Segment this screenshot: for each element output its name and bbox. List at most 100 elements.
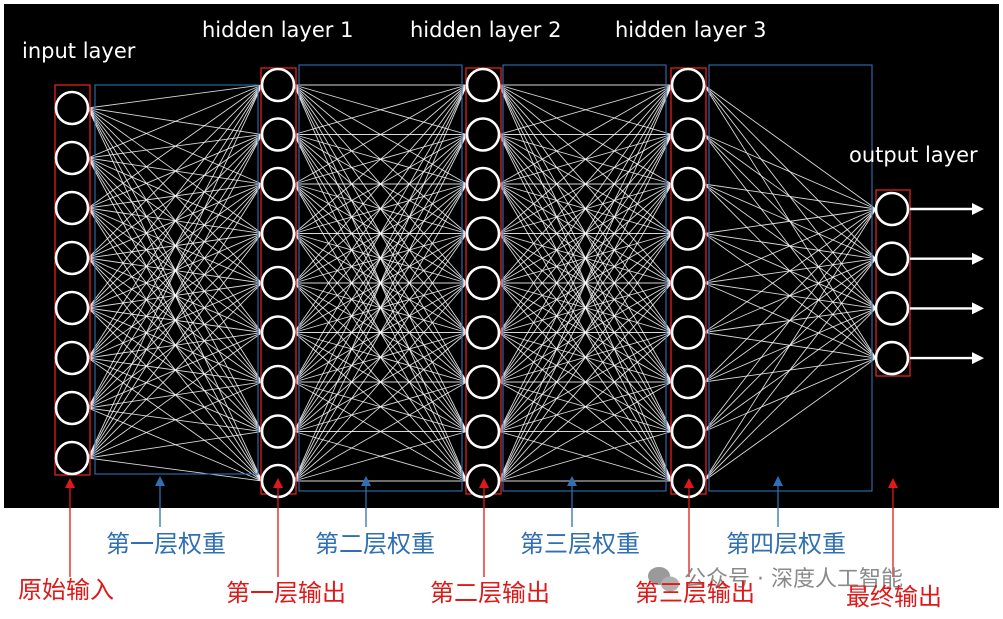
connection-1-3-0 (293, 84, 468, 234)
neuron-l4-n3 (874, 340, 910, 376)
neuron-l0-n3 (54, 240, 90, 276)
connection-2-5-0 (498, 84, 673, 333)
connection-2-6-0 (498, 84, 673, 383)
connection-2-8-5 (498, 332, 673, 482)
wechat-icon (648, 567, 679, 592)
weight-label-1: 第一层权重 (106, 530, 226, 558)
layer-box-4 (875, 189, 911, 377)
pointer-arrows-group (65, 476, 898, 577)
connection-2-8-1 (498, 134, 673, 482)
layer-pointer-4-head (888, 478, 898, 488)
connection-0-7-4 (87, 282, 263, 459)
output-arrow-head-2 (972, 302, 984, 315)
nodes-group (54, 67, 910, 499)
connection-0-7-1 (87, 134, 263, 459)
connection-3-2-0 (703, 183, 877, 210)
neuron-l3-n4 (670, 265, 706, 301)
output-label-input: 原始输入 (18, 576, 114, 604)
connection-2-8-2 (498, 183, 673, 482)
connection-1-8-1 (293, 134, 468, 482)
neuron-l4-n1 (874, 241, 910, 277)
neuron-l1-n4 (260, 265, 296, 301)
connection-2-8-4 (498, 282, 673, 482)
neuron-l0-n7 (54, 440, 90, 476)
neuron-l1-n3 (260, 216, 296, 251)
connection-3-8-3 (703, 357, 877, 482)
weight-box-4 (708, 64, 873, 492)
connections-group (87, 84, 877, 482)
weight-label-2: 第二层权重 (315, 530, 435, 558)
neuron-l3-n7 (670, 414, 706, 449)
connection-1-8-2 (293, 183, 468, 482)
neuron-l3-n1 (670, 117, 706, 152)
connection-1-2-0 (293, 84, 468, 185)
output-label-final: 最终输出 (846, 583, 942, 611)
neuron-l1-n7 (260, 414, 296, 449)
weight-box-2 (298, 64, 463, 492)
connection-0-6-0 (87, 84, 263, 409)
neuron-l2-n6 (465, 364, 501, 400)
connection-3-8-1 (703, 258, 877, 482)
neuron-l4-n2 (874, 291, 910, 326)
neuron-l1-n5 (260, 315, 296, 350)
connection-0-7-5 (87, 332, 263, 459)
connection-2-1-0 (498, 84, 673, 135)
connection-0-1-0 (87, 84, 263, 159)
neuron-l0-n6 (54, 390, 90, 426)
connection-1-7-0 (293, 84, 468, 432)
connection-1-8-5 (293, 332, 468, 482)
connection-0-3-0 (87, 84, 263, 259)
weight-pointer-4-head (773, 476, 783, 486)
connection-1-5-0 (293, 84, 468, 333)
connection-0-7-6 (87, 381, 263, 459)
output-arrows-group (910, 203, 984, 365)
layer-title-hidden-3: hidden layer 3 (615, 18, 766, 42)
layer-pointer-0-head (65, 478, 75, 488)
neuron-l4-n0 (874, 191, 910, 227)
connection-1-8-4 (293, 282, 468, 482)
connection-0-7-2 (87, 183, 263, 459)
connection-1-8-3 (293, 233, 468, 482)
neuron-l3-n6 (670, 364, 706, 400)
neuron-l0-n5 (54, 340, 90, 376)
connection-2-4-0 (498, 84, 673, 284)
connection-3-0-0 (703, 84, 877, 210)
connection-3-4-0 (703, 208, 877, 284)
neuron-l0-n4 (54, 290, 90, 326)
neuron-l3-n2 (670, 166, 706, 202)
neuron-l2-n4 (465, 265, 501, 301)
connection-1-8-7 (293, 431, 468, 482)
weight-pointer-3-head (567, 476, 577, 486)
output-label-hidden-1: 第一层输出 (226, 579, 346, 607)
connection-3-1-0 (703, 134, 877, 210)
neuron-l1-n2 (260, 166, 296, 202)
connection-0-7-0 (87, 84, 263, 459)
output-arrow-head-0 (972, 203, 984, 215)
neuron-l2-n0 (465, 67, 501, 103)
neuron-l0-n2 (54, 190, 90, 226)
output-label-hidden-2: 第二层输出 (430, 579, 550, 607)
layer-pointer-1-head (273, 478, 283, 488)
weight-label-3: 第三层权重 (520, 530, 640, 558)
connection-1-6-0 (293, 84, 468, 383)
weight-pointer-2-head (361, 476, 371, 486)
connection-1-1-0 (293, 84, 468, 135)
connection-2-8-6 (498, 381, 673, 482)
weight-pointer-1-head (155, 476, 165, 486)
output-label-hidden-3: 第三层输出 (635, 579, 755, 607)
neuron-l1-n1 (260, 117, 296, 152)
watermark: 公众号 · 深度人工智能 (648, 567, 903, 592)
watermark-text: 公众号 · 深度人工智能 (684, 567, 903, 592)
connection-0-7-7 (87, 431, 263, 459)
connection-2-7-0 (498, 84, 673, 432)
connection-2-3-0 (498, 84, 673, 234)
connection-2-2-0 (498, 84, 673, 185)
layer-pointer-3-head (684, 478, 694, 488)
neuron-l2-n3 (465, 216, 501, 251)
layer-title-input: input layer (22, 39, 136, 63)
layer-pointer-2-head (479, 478, 489, 488)
connection-1-4-0 (293, 84, 468, 284)
connection-0-0-0 (87, 84, 263, 109)
weight-box-3 (502, 64, 667, 492)
